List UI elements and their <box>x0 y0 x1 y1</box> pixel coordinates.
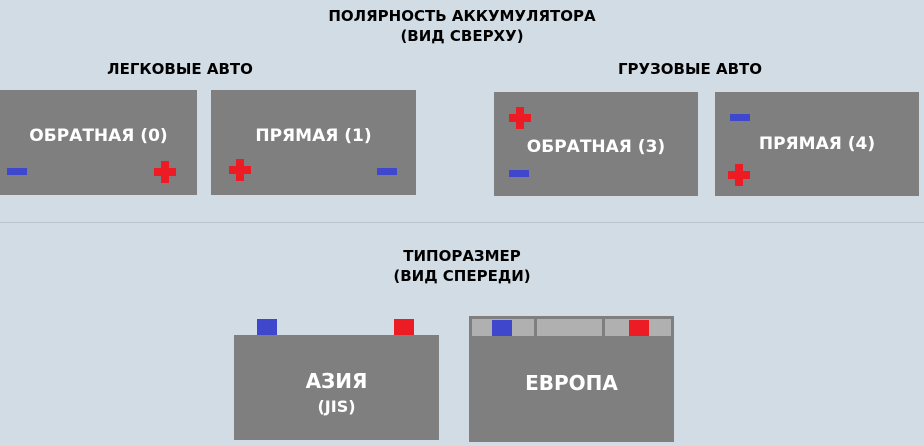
title-line: (ВИД СВЕРХУ) <box>400 27 524 45</box>
lid-segment <box>472 319 534 336</box>
battery-asia: АЗИЯ (JIS) <box>234 335 439 440</box>
minus-icon <box>377 168 397 175</box>
polarity-title: ПОЛЯРНОСТЬ АККУМУЛЯТОРА (ВИД СВЕРХУ) <box>262 6 662 46</box>
plus-icon <box>728 164 750 186</box>
battery-car-direct: ПРЯМАЯ (1) <box>211 90 416 195</box>
lid-segment <box>537 319 602 336</box>
title-line: (ВИД СПЕРЕДИ) <box>393 267 531 285</box>
plus-icon <box>509 107 531 129</box>
battery-label: ПРЯМАЯ (4) <box>758 134 876 154</box>
battery-label: ПРЯМАЯ (1) <box>255 126 372 146</box>
battery-label: ЕВРОПА <box>525 371 618 395</box>
plus-icon <box>154 161 176 183</box>
battery-truck-reverse: ОБРАТНАЯ (3) <box>494 92 698 196</box>
title-line: ПОЛЯРНОСТЬ АККУМУЛЯТОРА <box>328 7 596 25</box>
negative-terminal <box>492 320 512 336</box>
battery-car-reverse: ОБРАТНАЯ (0) <box>0 90 197 195</box>
positive-terminal <box>394 319 414 335</box>
size-title: ТИПОРАЗМЕР (ВИД СПЕРЕДИ) <box>262 246 662 286</box>
negative-terminal <box>257 319 277 335</box>
trucks-heading: ГРУЗОВЫЕ АВТО <box>618 60 762 78</box>
minus-icon <box>730 114 750 121</box>
divider <box>0 222 924 223</box>
cars-heading: ЛЕГКОВЫЕ АВТО <box>107 60 253 78</box>
battery-label: ОБРАТНАЯ (0) <box>29 126 168 146</box>
lid-segment <box>605 319 671 336</box>
minus-icon <box>7 168 27 175</box>
battery-label: АЗИЯ <box>305 369 368 393</box>
minus-icon <box>509 170 529 177</box>
battery-sublabel: (JIS) <box>317 397 356 416</box>
battery-europe: ЕВРОПА <box>469 316 674 442</box>
title-line: ТИПОРАЗМЕР <box>403 247 521 265</box>
plus-icon <box>229 159 251 181</box>
positive-terminal <box>629 320 649 336</box>
battery-label: ОБРАТНАЯ (3) <box>526 137 666 157</box>
battery-truck-direct: ПРЯМАЯ (4) <box>715 92 919 196</box>
